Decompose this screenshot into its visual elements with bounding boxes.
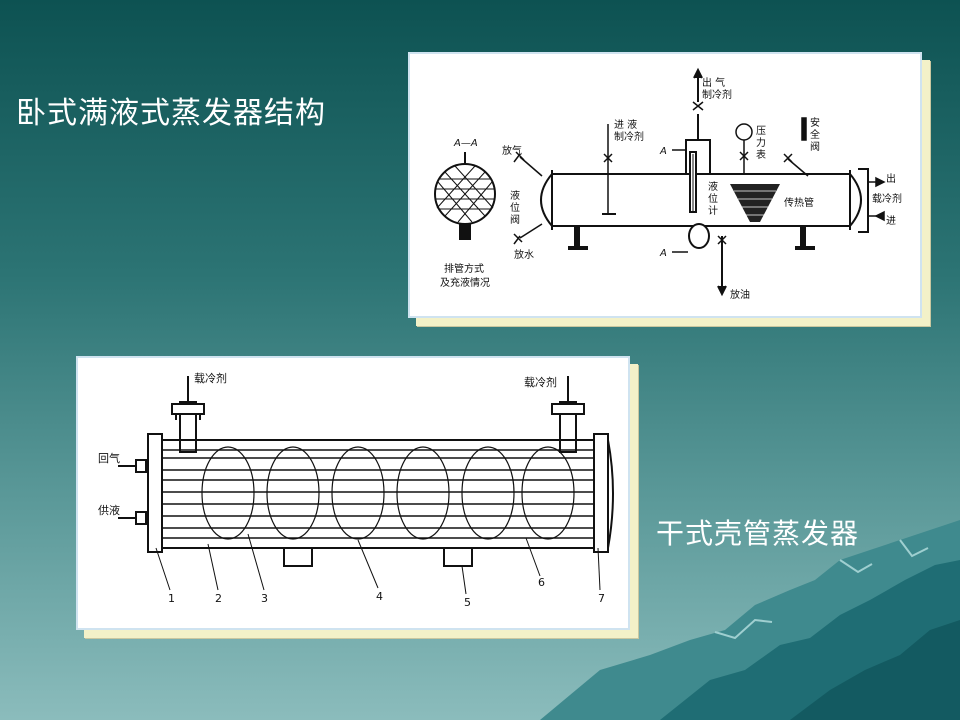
inlet-pipes (118, 459, 148, 525)
label-section-a-bottom: A (659, 248, 667, 259)
label-level-meter-3: 计 (708, 204, 718, 217)
label-gas-out: 出 气 (702, 76, 725, 89)
shell-body (147, 433, 614, 553)
label-supply-liquid: 供液 (98, 503, 120, 517)
label-level-valve-3: 阀 (510, 213, 520, 226)
liquid-inlet (602, 124, 616, 215)
label-level-meter-1: 液 (708, 180, 718, 193)
label-drain-water: 放水 (514, 248, 534, 261)
label-oil-drain: 放油 (730, 288, 750, 301)
label-brine-out: 出 (886, 172, 896, 185)
dry-shell-tube-evaporator-diagram: 载冷剂 载冷剂 回气 供液 1 2 3 4 5 6 7 (98, 371, 614, 609)
pressure-gauge (735, 123, 753, 174)
section-cut-markers (672, 149, 688, 253)
part-number-5: 5 (464, 596, 471, 609)
part-number-1: 1 (168, 592, 175, 605)
label-tube-layout-1: 排管方式 (444, 262, 484, 275)
label-brine-right: 载冷剂 (524, 375, 557, 389)
label-heat-tube: 传热管 (784, 196, 814, 209)
section-aa-label: A—A (453, 138, 478, 149)
dry-shell-tube-evaporator-frame: 载冷剂 载冷剂 回气 供液 1 2 3 4 5 6 7 (76, 356, 630, 630)
flooded-evaporator-diagram-frame: A—A 排管方式 及充液情况 (408, 52, 922, 318)
part-number-6: 6 (538, 576, 545, 589)
vapor-dome (685, 67, 711, 213)
label-brine: 载冷剂 (872, 192, 902, 205)
label-liquid-in: 进 液 (614, 118, 637, 131)
part-leader-lines (155, 533, 601, 595)
slide-title-top: 卧式满液式蒸发器结构 (16, 96, 326, 131)
baffle-plates (201, 446, 575, 540)
slide-title-bottom: 干式壳管蒸发器 (656, 517, 860, 550)
oil-sump (688, 223, 727, 297)
label-safety-2: 全 (810, 128, 820, 141)
label-liquid-in-refrigerant: 制冷剂 (614, 130, 644, 143)
shell-supports (283, 547, 473, 567)
shell-supports (568, 226, 815, 250)
label-level-valve-1: 液 (510, 189, 520, 202)
label-level-valve-2: 位 (510, 201, 520, 214)
label-pressure-2: 力 (756, 136, 766, 149)
label-safety-3: 阀 (810, 140, 820, 153)
flooded-evaporator-diagram: A—A 排管方式 及充液情况 (434, 67, 902, 301)
part-number-4: 4 (376, 590, 383, 603)
label-return-gas: 回气 (98, 451, 120, 465)
label-gas-out-refrigerant: 制冷剂 (702, 88, 732, 101)
part-number-3: 3 (261, 592, 268, 605)
label-level-meter-2: 位 (708, 192, 718, 205)
evaporator-shell (540, 168, 869, 233)
part-number-2: 2 (215, 592, 222, 605)
label-tube-layout-2: 及充液情况 (440, 276, 490, 289)
mountain-decoration (540, 520, 960, 720)
label-section-a-top: A (659, 146, 667, 157)
left-head-fittings (513, 151, 543, 245)
label-pressure-1: 压 (756, 125, 766, 137)
brine-nozzles (868, 176, 886, 222)
safety-valve (783, 117, 809, 177)
part-number-7: 7 (598, 592, 605, 605)
label-vent: 放气 (502, 144, 522, 157)
label-pressure-3: 表 (756, 148, 766, 161)
label-brine-left: 载冷剂 (194, 371, 227, 385)
cross-section-view (434, 152, 496, 240)
heat-transfer-tubes (730, 184, 780, 222)
label-safety-1: 安 (810, 116, 820, 129)
label-brine-in: 进 (886, 215, 896, 227)
